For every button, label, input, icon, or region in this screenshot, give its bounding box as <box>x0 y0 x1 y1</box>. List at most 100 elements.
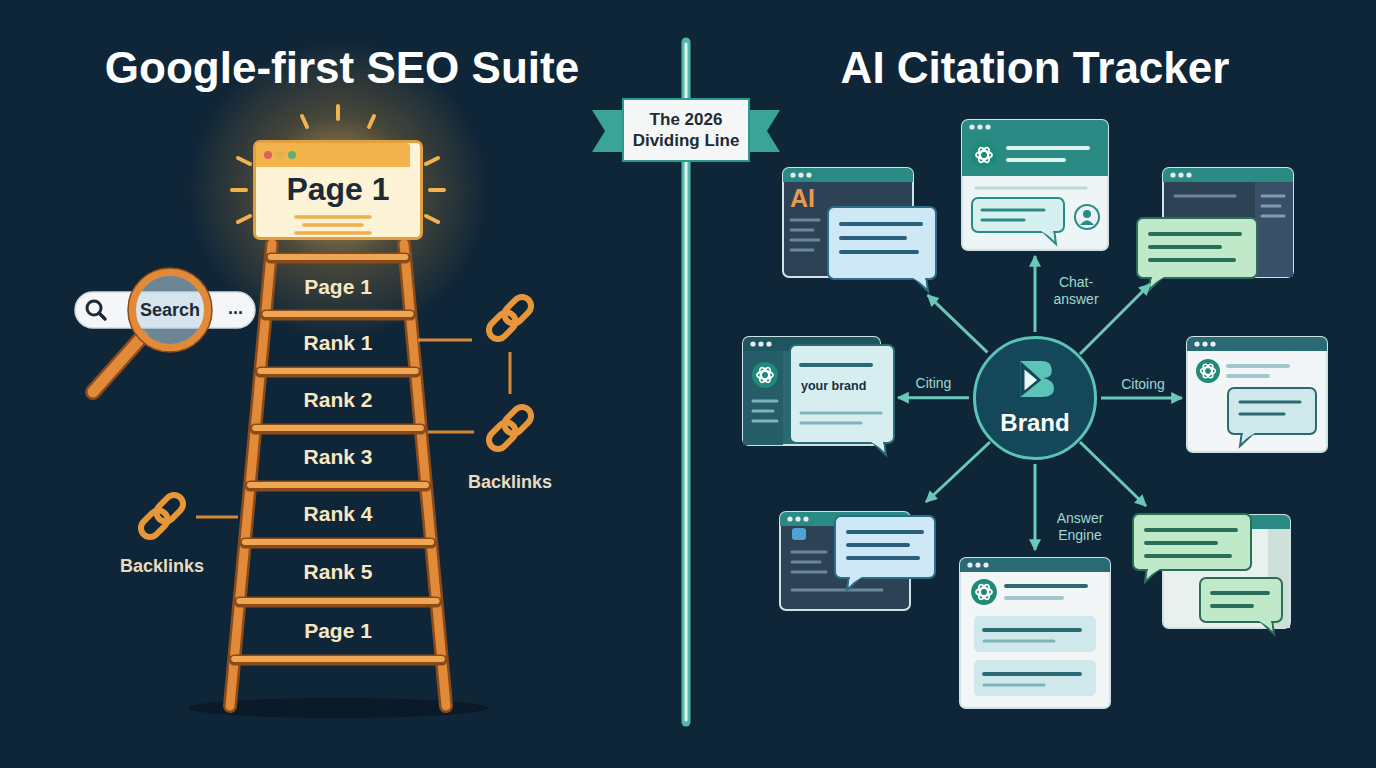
brand-logo <box>1020 361 1041 397</box>
window-dot <box>795 516 800 521</box>
text-line <box>792 561 820 564</box>
decor-shape <box>369 116 374 127</box>
text-line <box>982 219 1024 222</box>
window-dot <box>977 124 982 129</box>
window-dot <box>1194 341 1199 346</box>
decor-shape <box>137 491 186 540</box>
window-panel <box>974 616 1096 652</box>
bubble-body <box>972 198 1064 232</box>
brand-circle: Brand <box>973 336 1097 460</box>
window-dot <box>798 172 803 177</box>
text-line <box>791 219 819 222</box>
decor-shape <box>196 516 238 519</box>
bubble-body <box>1200 578 1282 622</box>
chat-window <box>780 512 935 610</box>
window-panel <box>743 351 783 445</box>
heading: Google-first SEO Suite <box>105 43 579 93</box>
chat-window: your brand <box>743 337 895 458</box>
window-frame <box>962 120 1108 250</box>
chatbot-icon <box>971 579 997 605</box>
text-line <box>792 589 882 592</box>
ladder-rung <box>250 482 426 488</box>
text-line <box>753 410 773 413</box>
window-dot <box>1202 341 1207 346</box>
bubble-tail <box>1151 277 1164 285</box>
ladder-rung <box>234 656 442 662</box>
bubble-body <box>790 345 894 443</box>
text-line <box>1262 205 1280 208</box>
speech-bubble <box>1133 514 1251 582</box>
heading: AI Citation Tracker <box>841 43 1230 93</box>
chatbot-icon <box>971 142 997 168</box>
text-line <box>841 250 917 254</box>
person-icon <box>1075 205 1099 229</box>
person-icon <box>1083 210 1091 218</box>
window-header <box>962 120 1108 134</box>
window-header <box>1187 337 1327 351</box>
window-dot <box>750 341 755 346</box>
decor-shape <box>485 293 534 342</box>
text-line <box>848 543 908 547</box>
window-panel <box>792 528 806 540</box>
connector <box>928 295 988 352</box>
bubble-tail <box>1147 569 1160 577</box>
decor-shape <box>1080 442 1146 506</box>
ladder-rung <box>271 253 406 264</box>
banner-ribbon <box>592 110 780 152</box>
text-line <box>1146 528 1236 532</box>
brand-arrows <box>926 256 1182 550</box>
text-line <box>1228 374 1268 378</box>
arrow-label: Answer Engine <box>1047 510 1113 544</box>
bubble-tail <box>849 577 862 585</box>
text-line <box>296 231 370 235</box>
text-line <box>1150 245 1220 249</box>
text-line <box>1150 258 1234 262</box>
search-bar: Search... <box>75 292 255 328</box>
text-line <box>791 229 813 232</box>
decor-shape <box>746 110 780 152</box>
text-line <box>841 236 905 240</box>
window-header <box>256 143 410 167</box>
speech-bubble <box>790 345 894 455</box>
link-label: Backlinks <box>120 556 204 577</box>
decor-shape <box>426 216 438 222</box>
text-line <box>1240 413 1284 416</box>
bubble-body <box>1137 218 1257 278</box>
chat-window <box>1187 337 1327 452</box>
page-box: Page 1 <box>253 140 423 240</box>
text-line <box>1262 215 1284 218</box>
text-line <box>801 422 861 425</box>
rung-label: Page 1 <box>304 275 372 299</box>
window-dot <box>985 124 990 129</box>
ladder-rung <box>245 539 431 545</box>
text-line <box>801 412 881 415</box>
window-dot <box>806 172 811 177</box>
text-line <box>753 420 777 423</box>
bubble-body <box>835 516 935 578</box>
ladder-rung <box>266 310 411 321</box>
ladder-rung <box>245 538 431 549</box>
decor-shape <box>926 442 990 502</box>
window-dot <box>1178 172 1183 177</box>
brand-logo <box>1013 359 1057 399</box>
decor-shape <box>592 110 626 152</box>
window-frame <box>1187 337 1327 452</box>
window-header <box>783 168 913 182</box>
bubble-tail <box>1041 231 1054 239</box>
decor-shape <box>1034 464 1037 550</box>
decor-shape <box>238 216 250 222</box>
window-dot <box>288 151 296 159</box>
decor-shape <box>232 188 246 192</box>
decor-shape <box>1034 256 1037 332</box>
bubble-tail <box>871 442 884 450</box>
text-line <box>792 571 826 574</box>
text-line <box>1006 596 1062 600</box>
ladder <box>230 244 446 706</box>
window-panel <box>1255 182 1293 277</box>
brand-logo <box>1020 361 1054 397</box>
text-line <box>982 209 1044 212</box>
decor-shape <box>430 188 444 192</box>
text-line <box>984 640 1054 643</box>
rung-label: Page 1 <box>304 619 372 643</box>
rung-label: Rank 1 <box>304 331 373 355</box>
